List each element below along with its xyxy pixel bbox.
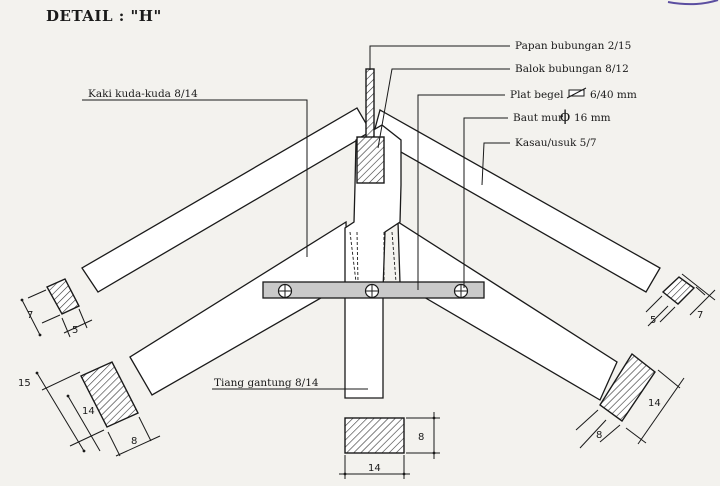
dim-right-small-h: 7	[697, 310, 703, 321]
section-kaki-left	[80, 361, 139, 428]
rafter-right	[372, 109, 661, 293]
balok-bubungan	[356, 136, 385, 184]
label-plat-begel: Plat begel	[510, 89, 564, 101]
dim-left-small-h: 7	[27, 310, 33, 321]
dim-right-small-w: 5	[650, 315, 656, 326]
baut-mur-1	[277, 283, 293, 299]
label-kasau: Kasau/usuk 5/7	[515, 137, 597, 149]
leader-baut-mur	[463, 117, 508, 288]
dims-kaki-left	[35, 371, 161, 457]
dim-left-small-w: 5	[72, 325, 78, 336]
label-balok-bubungan: Balok bubungan 8/12	[515, 63, 629, 75]
label-baut-mur: Baut mur	[513, 112, 564, 124]
label-baut-mur-size: 16 mm	[574, 112, 611, 124]
dims-kasau-right	[645, 273, 716, 327]
leader-balok-bubungan	[377, 68, 510, 149]
label-papan-bubungan: Papan bubungan 2/15	[515, 40, 631, 52]
section-kasau-right	[661, 276, 696, 305]
section-kaki-right	[599, 352, 656, 422]
section-kasau-left	[46, 278, 80, 315]
corner-scribble	[667, 0, 719, 6]
label-kaki-kuda-kuda: Kaki kuda-kuda 8/14	[88, 88, 198, 100]
baut-mur-2	[364, 283, 380, 299]
plate-symbol-icon	[566, 87, 587, 99]
dim-right-big-h: 14	[648, 398, 661, 409]
diameter-icon: ϕ	[560, 107, 570, 125]
label-plat-begel-size: 6/40 mm	[590, 89, 637, 101]
label-tiang-gantung: Tiang gantung 8/14	[214, 377, 319, 389]
leader-plat-begel	[417, 94, 505, 290]
leader-papan-bubungan	[369, 45, 510, 70]
dim-right-big-w: 8	[596, 430, 602, 441]
dim-bottom-h: 8	[418, 432, 424, 443]
dims-tiang-gantung	[339, 412, 440, 479]
leader-kasau	[481, 142, 510, 186]
dims-kasau-left	[20, 289, 93, 338]
dim-bottom-w: 14	[368, 463, 381, 474]
dim-left-big-w2: 8	[131, 436, 137, 447]
baut-mur-3	[453, 283, 469, 299]
dim-left-big-w1: 14	[82, 406, 95, 417]
papan-bubungan	[365, 68, 375, 140]
dims-kaki-right	[575, 369, 685, 449]
detail-title: DETAIL : "H"	[46, 7, 162, 25]
kaki-kuda-kuda-right	[397, 220, 618, 401]
section-tiang-gantung	[344, 417, 405, 454]
dim-left-big-h: 15	[18, 378, 31, 389]
leader-kaki-kuda-kuda	[82, 99, 308, 257]
